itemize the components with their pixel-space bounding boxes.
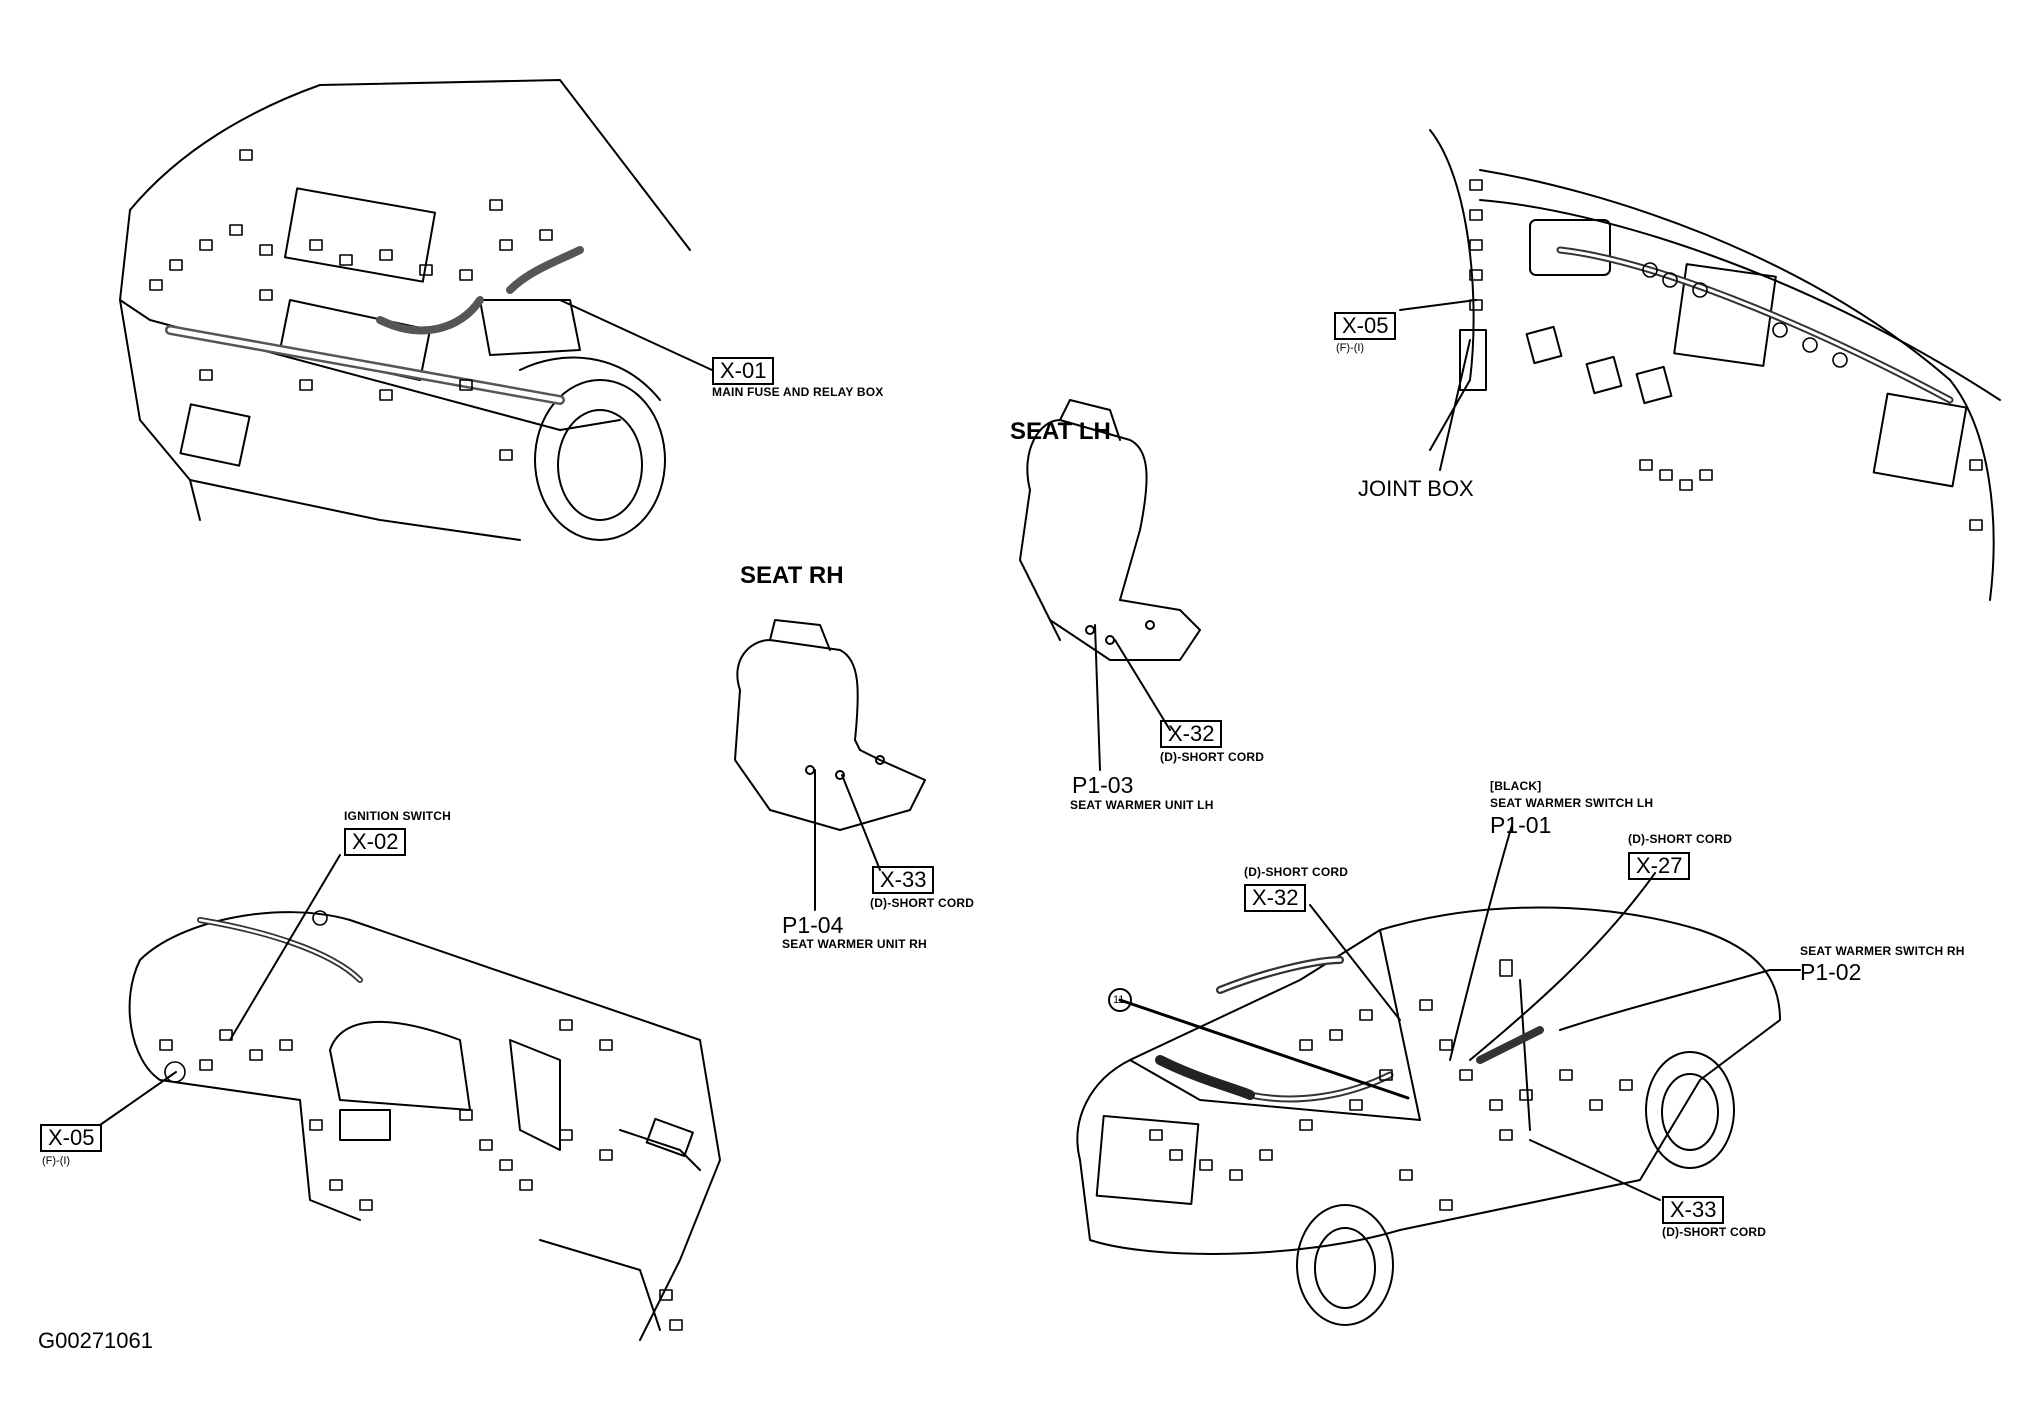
p104-code: P1-04 (782, 912, 844, 938)
seat-lh-x32-caption: (D)-SHORT CORD (1160, 750, 1265, 764)
p104-caption: SEAT WARMER UNIT RH (782, 937, 927, 951)
p101-code: P1-01 (1490, 812, 1552, 838)
p101-caption: SEAT WARMER SWITCH LH (1490, 796, 1654, 810)
seat-rh-heading: SEAT RH (740, 562, 844, 589)
p103-code: P1-03 (1072, 772, 1134, 798)
seat-rh-drawing (734, 619, 926, 911)
main-fuse-relay-caption: MAIN FUSE AND RELAY BOX (712, 385, 884, 399)
ground-number: 11 (1113, 994, 1125, 1006)
seat-lh-x32-code: X-32 (1160, 720, 1223, 748)
x02-connector-code: X-02 (344, 828, 407, 856)
ignition-switch-caption: IGNITION SWITCH (344, 809, 451, 823)
p102-caption: SEAT WARMER SWITCH RH (1800, 944, 1965, 958)
figure-id: G00271061 (38, 1328, 153, 1353)
seat-rh-x33-code: X-33 (872, 866, 935, 894)
joint-box-label: JOINT BOX (1358, 476, 1474, 501)
p103-caption: SEAT WARMER UNIT LH (1070, 798, 1214, 812)
car-x27-code: X-27 (1628, 852, 1691, 880)
black-note: [BLACK] (1490, 779, 1542, 793)
dash-rh-drawing (99, 854, 721, 1341)
x01-connector-code: X-01 (712, 357, 775, 385)
car-x27-caption: (D)-SHORT CORD (1628, 832, 1733, 846)
seat-rh-x33-caption: (D)-SHORT CORD (870, 896, 975, 910)
x05-dash-rh-code: X-05 (40, 1124, 103, 1152)
seat-lh-heading: SEAT LH (1010, 418, 1111, 445)
dash-lh-drawing (1399, 129, 2001, 601)
car-x33-code: X-33 (1662, 1196, 1725, 1224)
x05-dash-rh-sub: (F)-(I) (42, 1155, 71, 1167)
car-cutaway-drawing (1076, 824, 1801, 1326)
x05-dash-lh-code: X-05 (1334, 312, 1397, 340)
ground-point-circle (1108, 988, 1132, 1012)
x05-dash-lh-sub: (F)-(I) (1336, 342, 1365, 354)
seat-lh-drawing (1019, 399, 1201, 771)
car-x33-caption: (D)-SHORT CORD (1662, 1225, 1767, 1239)
car-x32-code: X-32 (1244, 884, 1307, 912)
car-x32-caption: (D)-SHORT CORD (1244, 865, 1349, 879)
p102-code: P1-02 (1800, 959, 1862, 985)
engine-compartment-drawing (119, 79, 713, 541)
